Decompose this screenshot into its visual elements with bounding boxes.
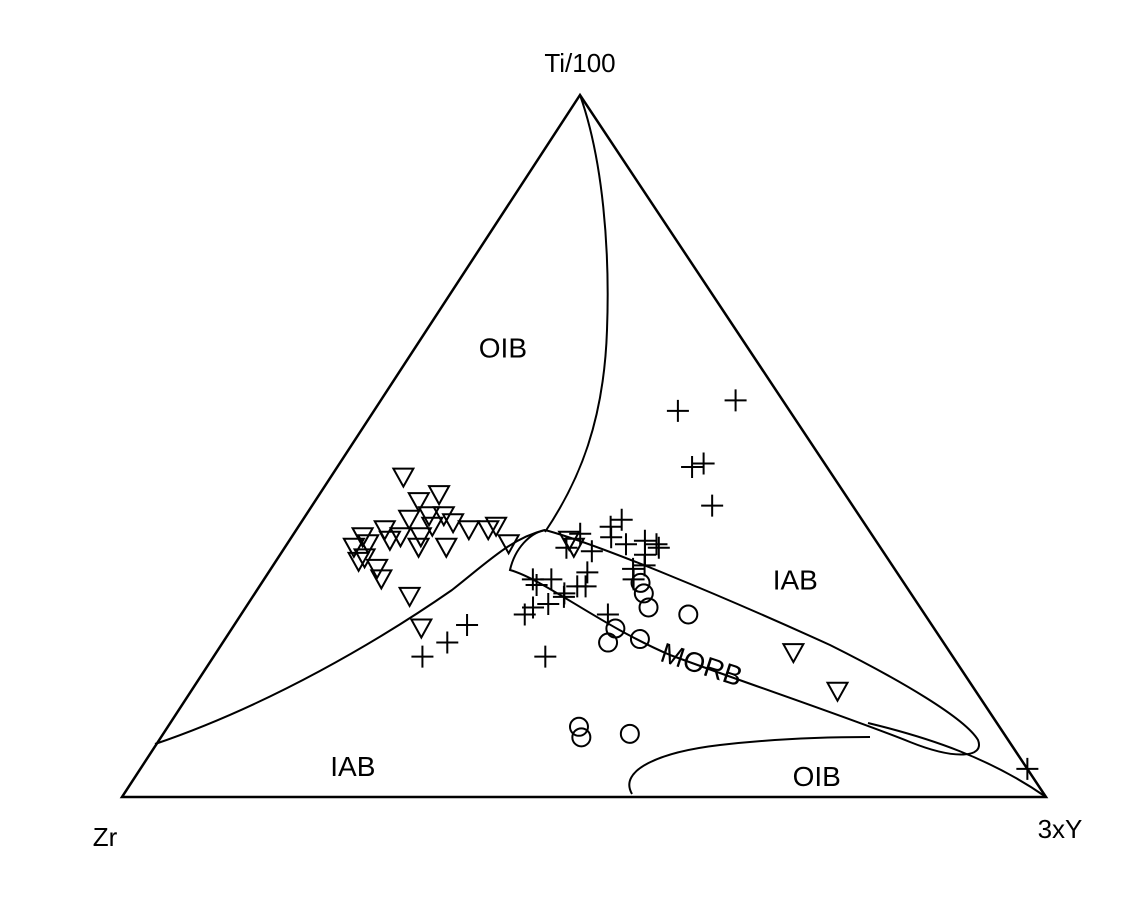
vertex-label-left: Zr bbox=[93, 822, 118, 852]
data-point-plus bbox=[525, 573, 548, 596]
data-point-plus bbox=[580, 540, 603, 563]
data-point-plus bbox=[666, 399, 689, 422]
data-point-triangle bbox=[476, 520, 500, 542]
data-point-plus bbox=[600, 526, 623, 549]
data-point-plus bbox=[569, 522, 592, 545]
data-point-triangle bbox=[441, 513, 465, 535]
data-point-triangle bbox=[342, 537, 366, 559]
field-label: OIB bbox=[479, 333, 527, 364]
data-point-triangle bbox=[562, 537, 586, 559]
boundary-iab-left bbox=[154, 529, 546, 745]
data-point-circle bbox=[619, 723, 640, 744]
data-point-triangle bbox=[346, 551, 371, 573]
data-point-circle bbox=[571, 727, 592, 748]
data-point-plus bbox=[633, 554, 656, 577]
data-point-triangle bbox=[388, 527, 413, 549]
field-label: MORB bbox=[657, 637, 746, 692]
data-point-plus bbox=[1016, 757, 1039, 780]
data-point-triangle bbox=[373, 520, 397, 542]
field-label: OIB bbox=[793, 761, 841, 792]
data-point-circle bbox=[629, 629, 650, 650]
data-point-plus bbox=[681, 456, 704, 479]
data-point-triangle bbox=[397, 509, 421, 531]
boundary-oib-lower bbox=[628, 736, 871, 795]
data-point-triangle bbox=[417, 506, 441, 528]
field-label: IAB bbox=[330, 751, 375, 782]
data-point-triangle bbox=[407, 492, 431, 514]
data-point-circle bbox=[633, 583, 654, 604]
data-point-triangle bbox=[484, 516, 508, 538]
data-point-plus bbox=[701, 494, 724, 517]
data-point-triangle bbox=[496, 534, 521, 556]
data-point-triangle bbox=[781, 643, 806, 665]
data-point-plus bbox=[576, 561, 599, 584]
data-point-plus bbox=[622, 568, 645, 591]
data-point-triangle bbox=[378, 530, 402, 552]
data-point-triangle bbox=[406, 537, 431, 559]
data-point-triangle bbox=[397, 586, 422, 608]
data-point-triangle bbox=[420, 516, 445, 538]
data-point-plus bbox=[645, 533, 668, 556]
data-point-plus bbox=[574, 575, 597, 598]
data-point-triangle bbox=[457, 520, 481, 542]
data-point-circle bbox=[638, 597, 659, 618]
data-point-circle bbox=[678, 604, 699, 625]
data-point-triangle bbox=[352, 548, 377, 570]
boundary-oib-upper bbox=[544, 94, 609, 533]
data-point-plus bbox=[521, 568, 544, 591]
data-point-triangle bbox=[409, 527, 433, 549]
data-point-circle bbox=[630, 572, 651, 593]
vertex-label-top: Ti/100 bbox=[544, 48, 615, 78]
data-point-plus bbox=[724, 389, 747, 412]
data-point-plus bbox=[610, 508, 633, 531]
data-point-plus bbox=[596, 603, 619, 626]
data-point-plus bbox=[692, 452, 715, 475]
discrimination-field-boundaries bbox=[154, 94, 1047, 798]
data-point-triangle bbox=[369, 569, 394, 591]
field-labels: OIB IAB MORB IAB OIB bbox=[330, 333, 841, 792]
data-point-triangle bbox=[356, 534, 380, 556]
data-point-plus bbox=[647, 536, 670, 559]
boundary-morb-loop bbox=[508, 529, 980, 756]
data-point-plus bbox=[513, 603, 536, 626]
data-point-triangle bbox=[825, 681, 850, 703]
data-point-triangle bbox=[434, 537, 458, 559]
data-point-circle bbox=[598, 632, 619, 653]
data-point-triangle bbox=[409, 618, 434, 640]
data-point-triangle bbox=[432, 506, 456, 528]
ternary-triangle-frame bbox=[119, 92, 1049, 799]
data-point-plus bbox=[614, 533, 637, 556]
data-point-triangle bbox=[365, 558, 389, 580]
vertex-label-right: 3xY bbox=[1038, 814, 1083, 844]
data-point-triangle bbox=[427, 485, 451, 507]
data-point-plus bbox=[456, 614, 479, 637]
field-label: IAB bbox=[773, 564, 818, 595]
data-point-plus bbox=[555, 536, 578, 559]
data-point-triangle bbox=[350, 527, 375, 549]
data-point-triangle bbox=[391, 467, 416, 489]
data-point-plus bbox=[537, 592, 560, 615]
boundary-iab-right bbox=[867, 722, 1047, 798]
data-point-plus bbox=[540, 568, 563, 591]
data-point-plus bbox=[436, 631, 459, 654]
data-point-plus bbox=[552, 585, 575, 608]
data-point-plus bbox=[411, 645, 434, 668]
data-points bbox=[342, 389, 1039, 780]
data-point-circle bbox=[568, 716, 589, 737]
data-point-plus bbox=[534, 645, 557, 668]
